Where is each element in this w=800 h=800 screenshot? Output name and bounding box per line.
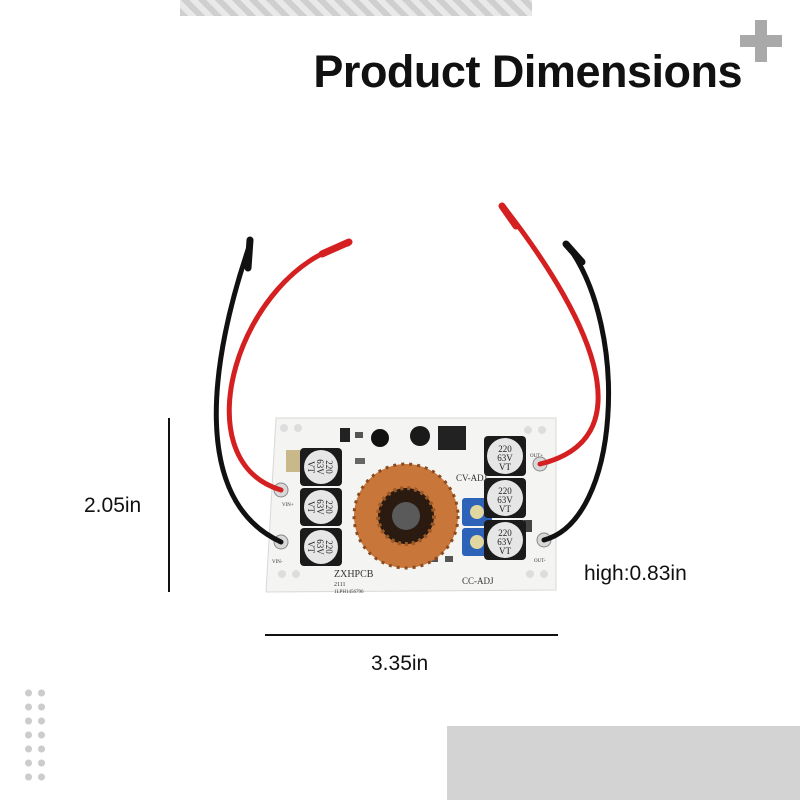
decorative-bottom-panel xyxy=(447,726,800,800)
cap-label-line3: VT xyxy=(499,504,511,514)
vin-plus-label: VIN+ xyxy=(282,503,294,508)
input-capacitors xyxy=(300,448,342,566)
cap-label-line3: VT xyxy=(306,461,316,473)
dots-grid-decoration xyxy=(22,686,48,782)
cap-label-line2: 63V xyxy=(497,495,513,505)
cv-adj-label: CV-ADJ xyxy=(456,473,488,483)
output-capacitors xyxy=(484,436,526,560)
out-plus-label: OUT+ xyxy=(530,454,543,459)
serial-label: 1LPH1456796 xyxy=(334,590,364,595)
page-title: Product Dimensions xyxy=(313,46,742,97)
brand-label: ZXHPCB xyxy=(334,569,374,580)
cap-label-line3: VT xyxy=(306,541,316,553)
out-minus-label: OUT- xyxy=(534,559,546,564)
cap-label-line2: 63V xyxy=(315,499,325,515)
cap-label-line1: 220 xyxy=(498,444,512,454)
plus-icon xyxy=(740,20,782,62)
code-label: 2111 xyxy=(334,582,346,588)
cap-label-line2: 63V xyxy=(315,459,325,475)
cap-label-line1: 220 xyxy=(498,486,512,496)
cap-label-line3: VT xyxy=(499,546,511,556)
cap-label-line1: 220 xyxy=(324,540,334,554)
height-dimension-line xyxy=(168,418,170,592)
cap-label-line3: VT xyxy=(306,501,316,513)
wires xyxy=(213,202,612,545)
cap-label-line1: 220 xyxy=(324,460,334,474)
cc-adj-label: CC-ADJ xyxy=(462,576,494,586)
cap-label-line2: 63V xyxy=(497,453,513,463)
decorative-top-stripes xyxy=(180,0,532,16)
width-label: 3.35in xyxy=(371,652,429,675)
cap-label-line2: 63V xyxy=(497,537,513,547)
cap-label-line1: 220 xyxy=(324,500,334,514)
height-label: 2.05in xyxy=(84,494,142,517)
cap-label-line3: VT xyxy=(499,462,511,472)
cap-label-line1: 220 xyxy=(498,528,512,538)
cap-label-line2: 63V xyxy=(315,539,325,555)
silkscreen-labels: CV-ADJ CC-ADJ ZXHPCB 2111 1LPH1456796 VI… xyxy=(272,454,546,595)
depth-label: high:0.83in xyxy=(584,562,687,585)
width-dimension-line xyxy=(265,634,558,636)
capacitor-labels: 220 63V VT 220 63V VT 220 63V VT 220 63V… xyxy=(306,444,513,556)
toroid-inductor xyxy=(352,462,460,570)
vin-minus-label: VIN- xyxy=(272,560,283,565)
